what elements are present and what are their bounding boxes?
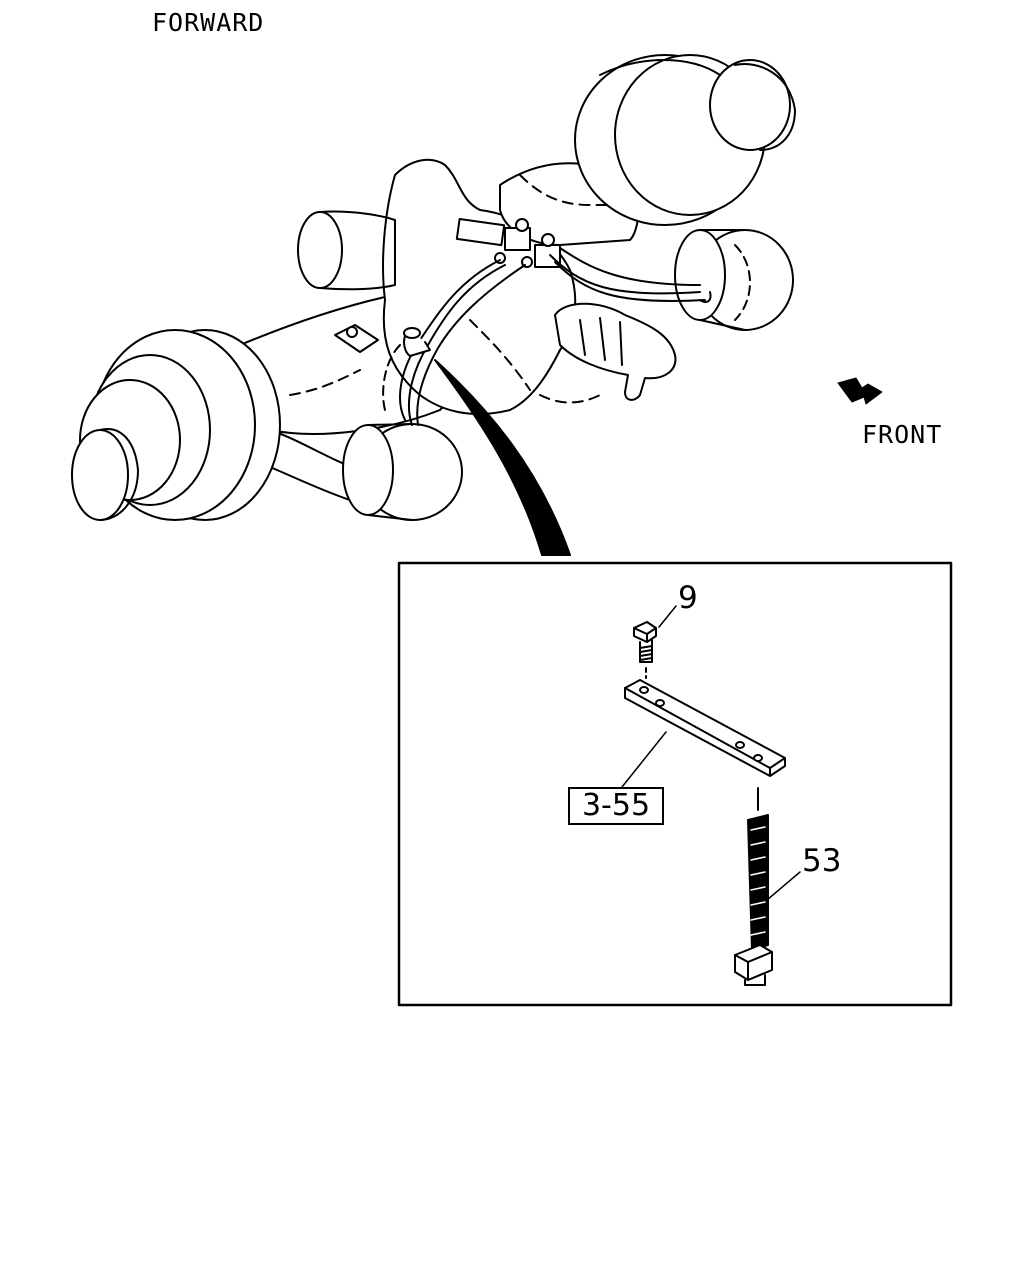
forward-title-label: FORWARD [152,8,265,37]
left-brake-chamber [342,423,463,521]
arrow-right-down-icon [837,377,883,405]
detail-frame [397,561,953,1007]
callout-bolt: 9 [678,580,698,616]
slack-adjuster-ribs [579,317,623,366]
input-flange [297,211,343,289]
slack-adjuster [554,302,677,401]
junction-block-center [504,227,531,251]
clip-bracket [334,324,431,357]
detail-leader-wedge [434,359,571,556]
bracket-plate [621,679,786,788]
junction-block-left [455,218,506,247]
callout-cable-tie: 53 [802,843,842,879]
differential-carrier [382,158,577,416]
bolt-part [633,605,677,679]
input-flange-body [319,210,396,291]
cable-tie-part [734,787,801,986]
callout-bracket-boxed: 3-55 [568,787,664,825]
axle-assembly [71,54,796,521]
left-hub [71,329,281,521]
brake-lines [382,218,712,426]
front-direction-label: FRONT [862,420,943,449]
right-hub [574,54,796,226]
rear-housing-dashed [519,174,611,206]
right-brake-chamber [674,229,794,331]
housing-hidden-lines [289,319,601,404]
